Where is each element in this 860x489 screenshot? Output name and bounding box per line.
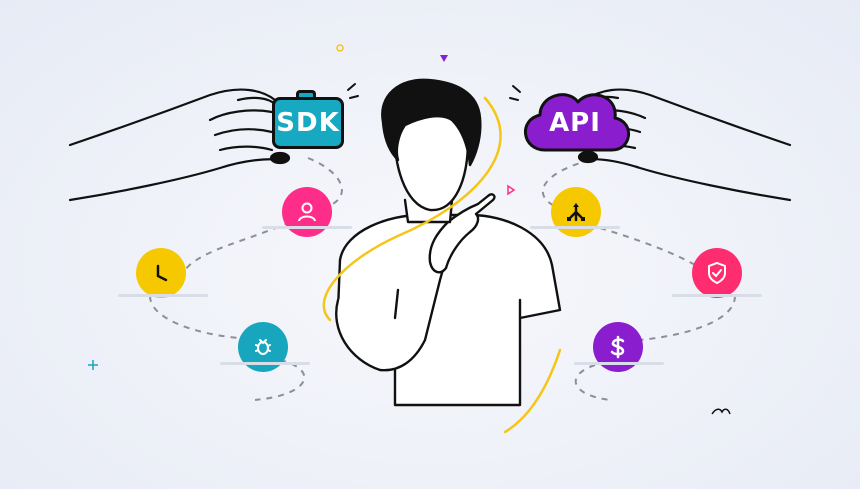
sparkle-strokes [347, 83, 521, 101]
connector-dollar-end [574, 364, 611, 401]
clock-icon [156, 264, 168, 282]
person-thinking-illustration [335, 78, 562, 407]
badge-shadow [574, 362, 664, 365]
shield-badge [692, 248, 742, 298]
badge-shadow [672, 294, 762, 297]
sdk-label: SDK [276, 108, 340, 138]
cloud-icon [523, 93, 631, 152]
connector-shield-dollar [639, 295, 736, 341]
connector-user-clock [184, 221, 291, 271]
bug-icon [255, 339, 271, 355]
connector-bug-end [254, 359, 306, 401]
connector-network-shield [599, 227, 701, 269]
user-icon [298, 202, 316, 222]
decor-play [507, 184, 516, 196]
shield-check-icon [708, 261, 726, 285]
user-badge [282, 187, 332, 237]
api-label: API [549, 108, 601, 138]
clock-badge [136, 248, 186, 298]
camera-box-tab [296, 90, 316, 99]
network-icon [567, 203, 585, 222]
badge-shadow [530, 226, 620, 229]
camera-box-icon: SDK [272, 97, 344, 149]
connector-api-network [542, 159, 591, 211]
network-badge [551, 187, 601, 237]
decor-ring [336, 44, 344, 52]
left-hand-illustration [68, 88, 291, 202]
badge-shadow [220, 362, 310, 365]
decor-plus [88, 360, 98, 370]
decor-bird [711, 408, 731, 415]
dollar-icon [610, 335, 625, 359]
decor-heart [440, 55, 448, 62]
connector-clock-bug [149, 295, 241, 339]
badge-shadow [262, 226, 352, 229]
accent-swoosh [322, 96, 562, 434]
badge-shadow [118, 294, 208, 297]
